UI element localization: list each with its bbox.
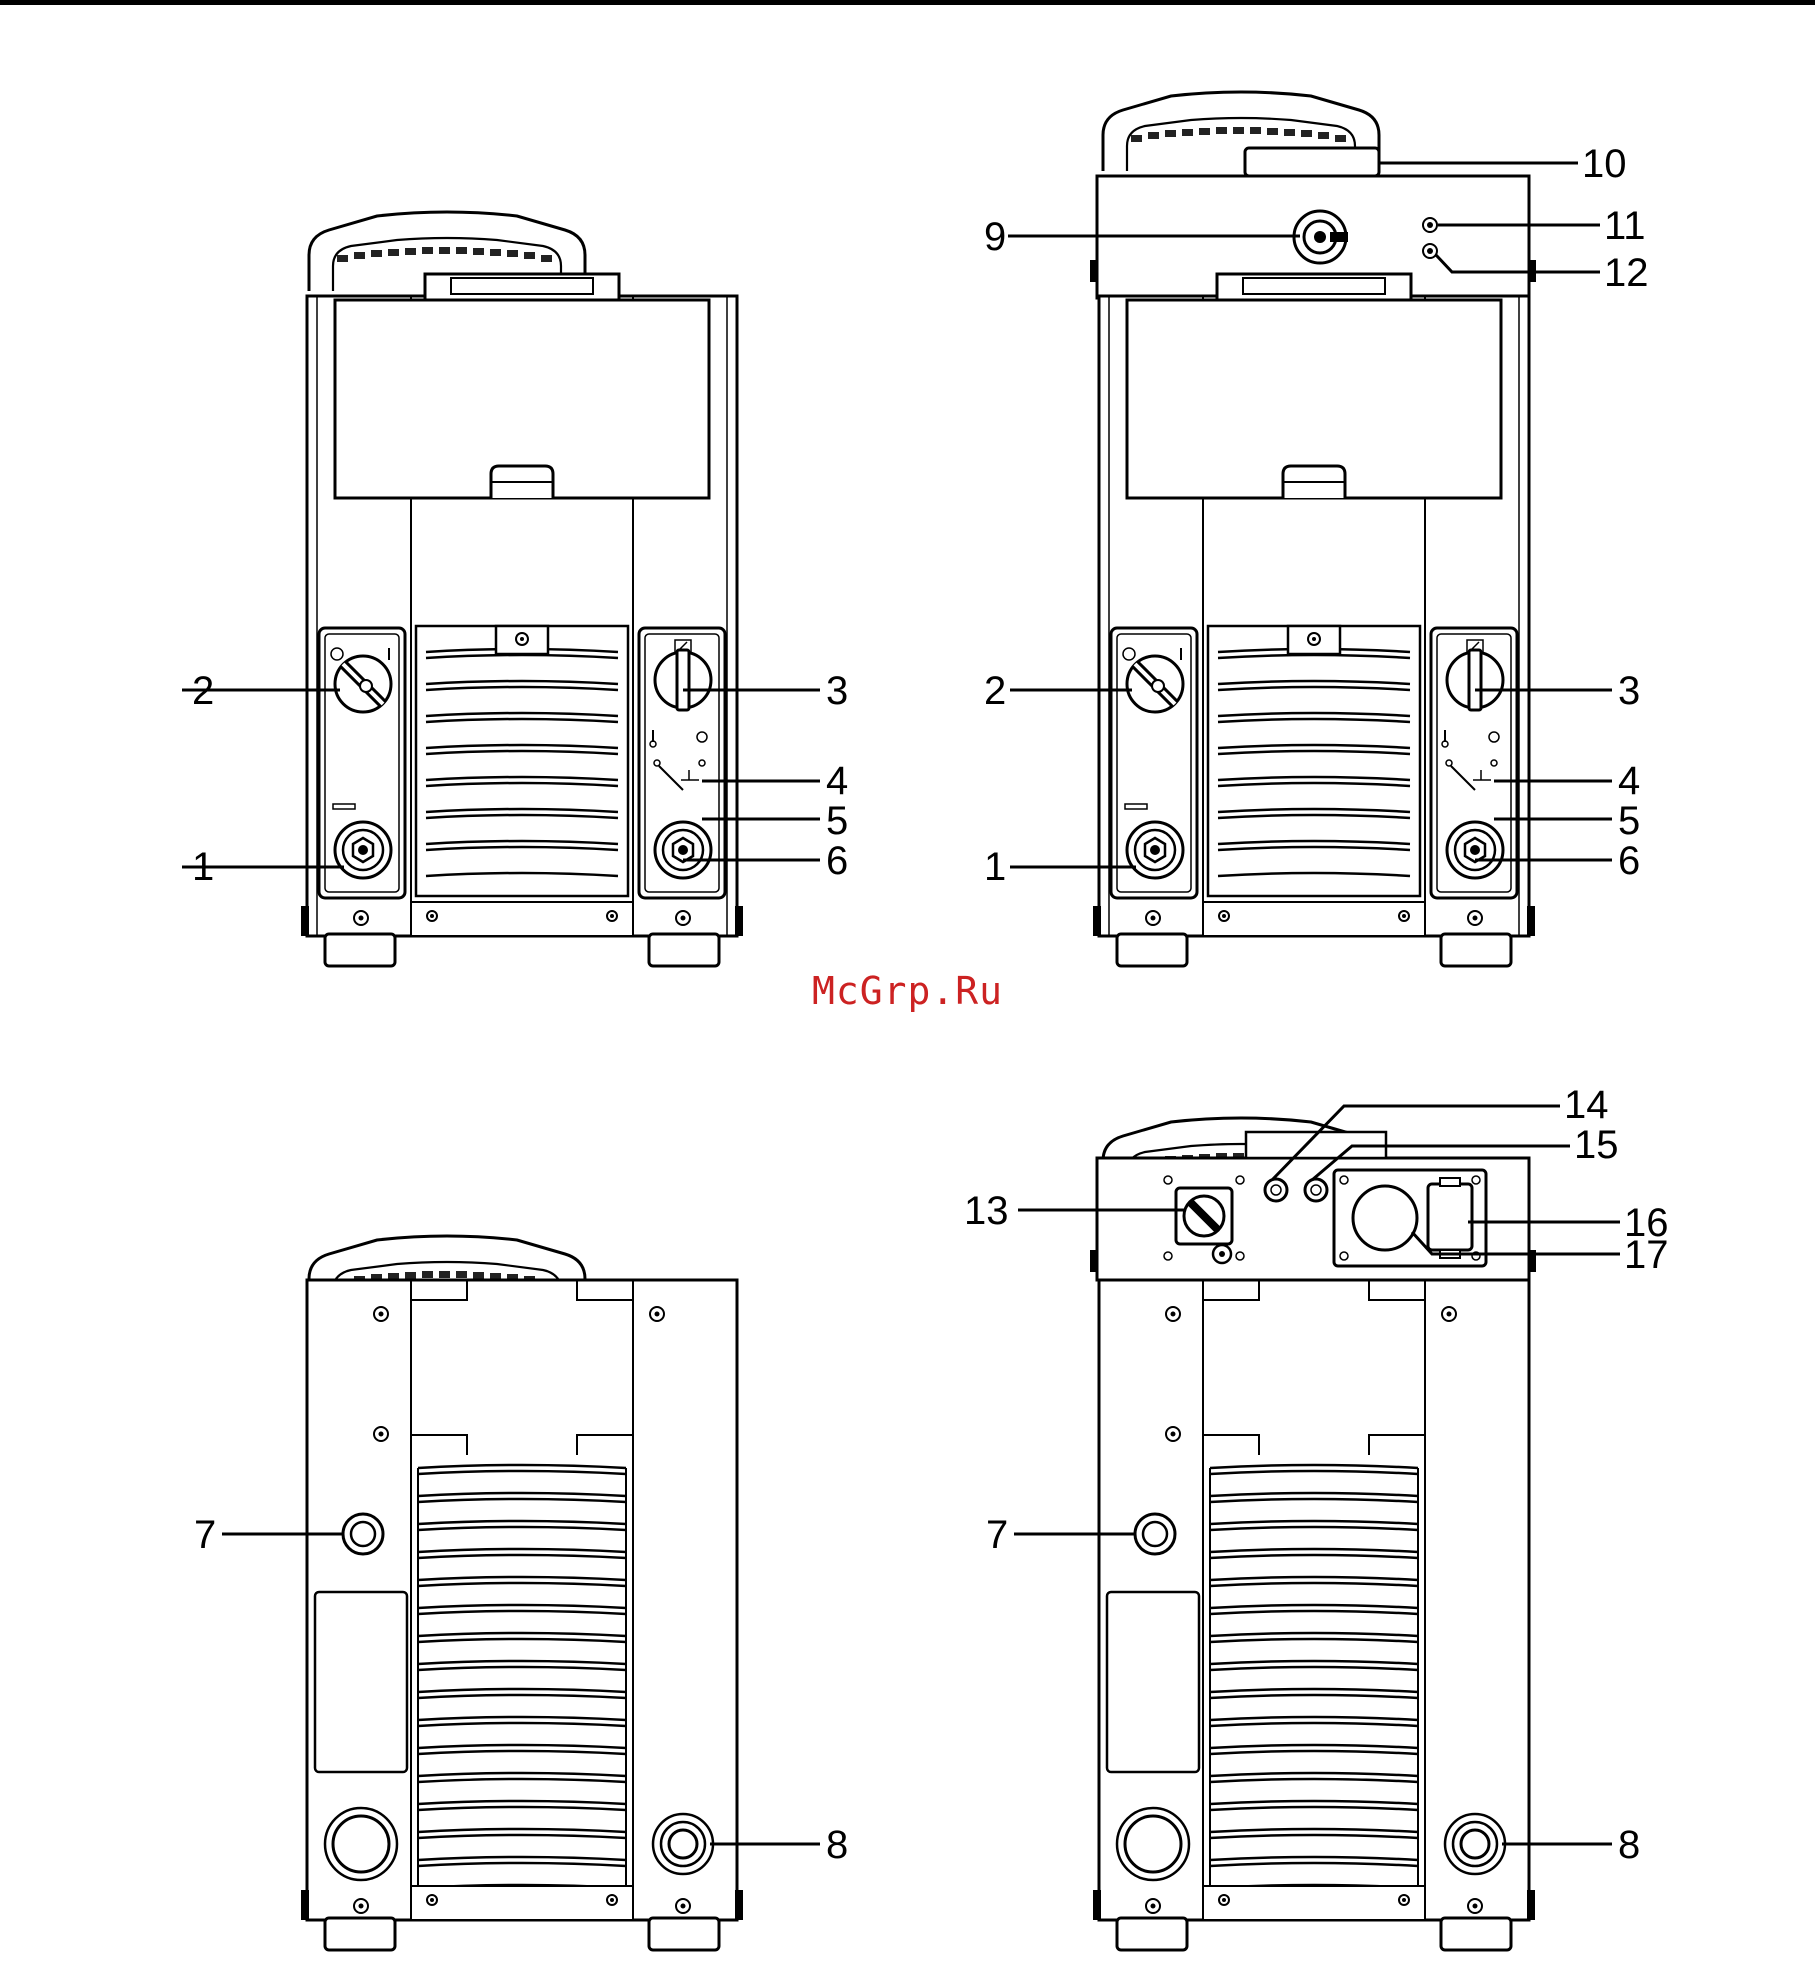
callout-10: 10 bbox=[1582, 142, 1627, 186]
view-rear-basic: 7 8 bbox=[194, 1236, 848, 1950]
callout-7: 7 bbox=[986, 1513, 1008, 1557]
callout-4: 4 bbox=[1618, 759, 1640, 803]
callout-1: 1 bbox=[192, 845, 214, 889]
callout-9: 9 bbox=[984, 215, 1006, 259]
view-front-with-module: 9 10 11 12 2 1 3 4 5 6 bbox=[984, 92, 1649, 966]
callout-5: 5 bbox=[1618, 799, 1640, 843]
callout-8: 8 bbox=[826, 1823, 848, 1867]
view-front-basic: 2 1 3 4 5 6 bbox=[182, 212, 848, 966]
callout-2: 2 bbox=[984, 669, 1006, 713]
callout-15: 15 bbox=[1574, 1123, 1619, 1167]
callout-4: 4 bbox=[826, 759, 848, 803]
callout-11: 11 bbox=[1604, 204, 1646, 248]
callout-13: 13 bbox=[964, 1189, 1009, 1233]
callout-3: 3 bbox=[1618, 669, 1640, 713]
view-rear-with-module: 14 15 13 16 17 7 8 bbox=[964, 1083, 1669, 1950]
callout-2: 2 bbox=[192, 669, 214, 713]
callout-6: 6 bbox=[826, 839, 848, 883]
callout-5: 5 bbox=[826, 799, 848, 843]
callout-12: 12 bbox=[1604, 251, 1649, 295]
callout-1: 1 bbox=[984, 845, 1006, 889]
watermark: McGrp.Ru bbox=[812, 969, 1003, 1013]
callout-3: 3 bbox=[826, 669, 848, 713]
callout-14: 14 bbox=[1564, 1083, 1609, 1127]
callout-17: 17 bbox=[1624, 1233, 1669, 1277]
callout-8: 8 bbox=[1618, 1823, 1640, 1867]
callout-7: 7 bbox=[194, 1513, 216, 1557]
callout-6: 6 bbox=[1618, 839, 1640, 883]
